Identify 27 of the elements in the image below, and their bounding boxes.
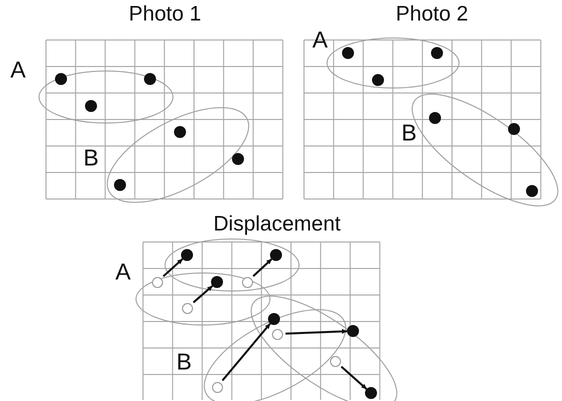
old-position-circle [212, 382, 222, 392]
arrow [252, 258, 272, 277]
panel-title: Photo 1 [128, 4, 202, 24]
new-position-dot [365, 387, 377, 399]
arrow [192, 285, 214, 304]
panel-title: Photo 2 [396, 4, 468, 24]
group-label: A [10, 58, 26, 82]
new-position-dot [268, 313, 280, 325]
old-position-circle [242, 276, 252, 288]
old-position-circle [330, 356, 340, 366]
arrow [222, 322, 271, 382]
old-position-circle [152, 276, 162, 288]
arrow [285, 328, 348, 335]
new-position-dot [347, 325, 359, 337]
new-position-dot [270, 249, 282, 261]
new-position-dot [181, 249, 193, 261]
new-position-dot [211, 276, 223, 288]
group-label: A [312, 28, 328, 52]
group-label: A [115, 260, 131, 284]
arrow [340, 366, 368, 390]
group-label: B [176, 350, 192, 374]
panel-title: Displacement [213, 214, 341, 234]
group-label: B [83, 146, 99, 170]
old-position-circle [272, 328, 282, 340]
group-label: B [401, 122, 417, 144]
old-position-circle [182, 302, 192, 314]
arrow [162, 258, 184, 278]
